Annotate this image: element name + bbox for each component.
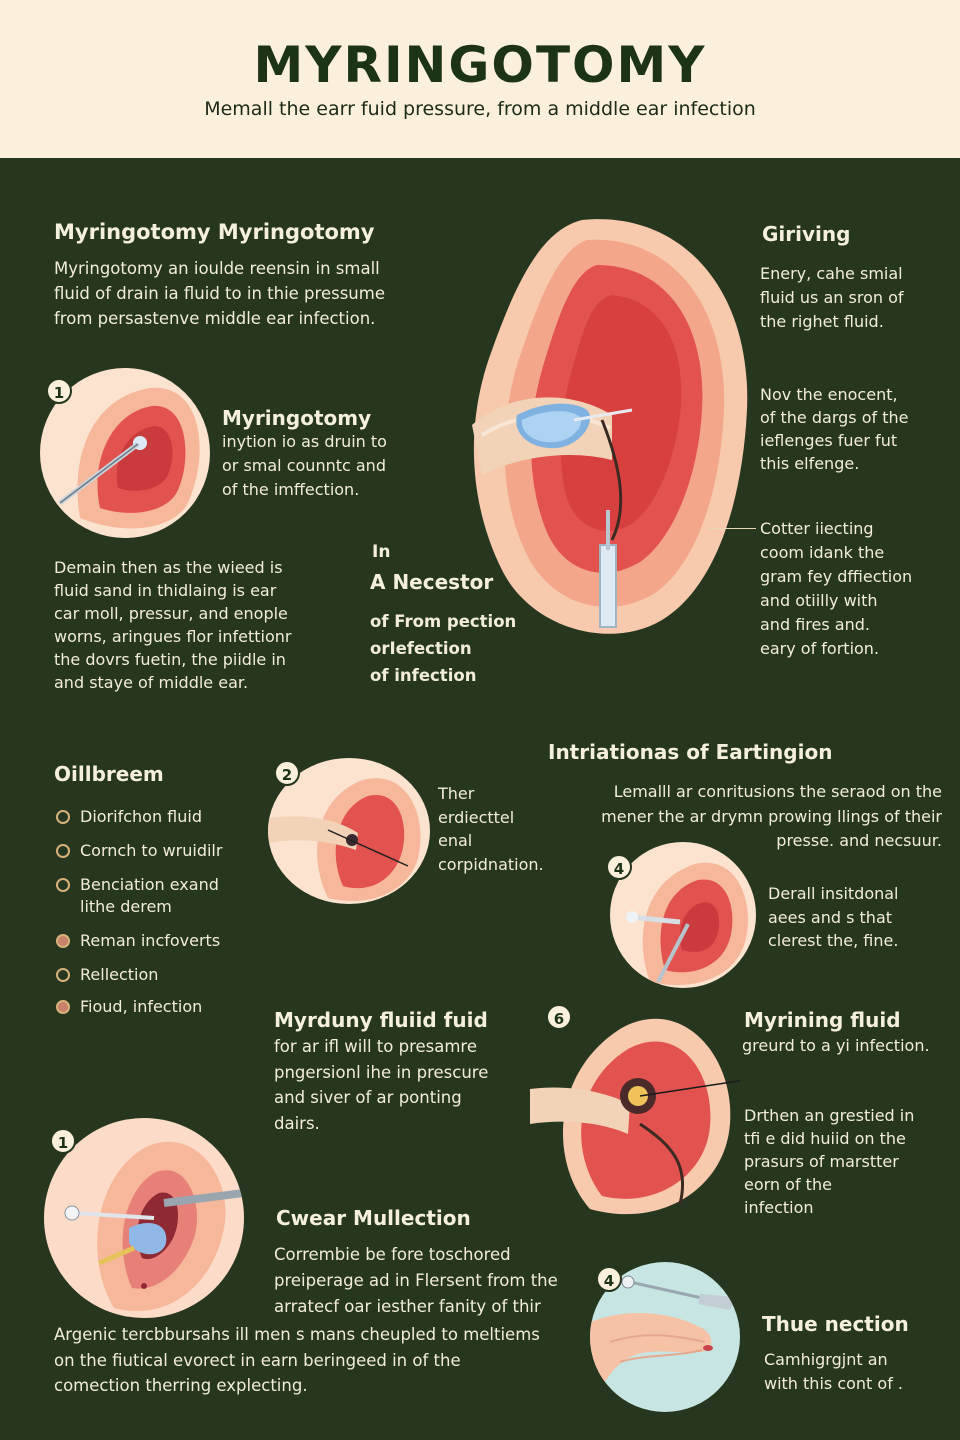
bullet-icon [56, 878, 70, 892]
main-ear-illustration [462, 210, 752, 640]
hand-step-heading: Thue nection [762, 1312, 909, 1336]
problem-item: Reman incfoverts [54, 930, 264, 952]
bullet-icon [56, 1000, 70, 1014]
ear-incision-icon [268, 778, 421, 902]
step5-text-2: Drthen an grestied in tfi e did huiid on… [744, 1106, 915, 1217]
fluid-text: for ar ifl will to presamre pngersionl i… [274, 1037, 489, 1133]
hand-step-badge: 4 [596, 1266, 622, 1292]
ear-closeup-icon [58, 387, 200, 529]
fluid-heading: Myrduny fluiid fuid [274, 1008, 488, 1032]
bullet-icon [56, 844, 70, 858]
step5-ear-illustration [530, 1004, 740, 1224]
header-banner: MYRINGOTOMY Memall the earr fuid pressur… [0, 0, 960, 158]
step4-text: Derall insitdonal aees and s that cleres… [768, 884, 899, 950]
page-subtitle: Memall the earr fuid pressure, from a mi… [204, 98, 756, 120]
leader-line [708, 528, 756, 529]
ear-cross-section-icon [472, 219, 748, 634]
step5-heading: Myrining fluid [744, 1008, 901, 1032]
step2-badge: 2 [274, 760, 300, 786]
center-note-heading: A Necestor [370, 570, 494, 594]
bullet-icon [56, 934, 70, 948]
step1-badge: 1 [46, 378, 72, 404]
step2-text: Ther erdiecttel enal corpidnation. [438, 784, 544, 874]
problems-list: Diorifchon fluid Cornch to wruidilr Benc… [54, 806, 264, 1018]
ear-tube-icon [530, 1018, 740, 1215]
right-text-3: Cotter iiecting coom idank the gram fey … [760, 519, 913, 658]
step2-ear-illustration [268, 758, 430, 904]
bullet-icon [56, 810, 70, 824]
problem-item: Cornch to wruidilr [54, 840, 264, 862]
right-text-2: Nov the enocent, of the dargs of the ief… [760, 385, 909, 473]
intro-text: Myringotomy an ioulde reensin in small f… [54, 259, 385, 328]
cwear-text: Corrembie be fore toschored preiperage a… [274, 1245, 558, 1316]
step5-text: greurd to a yi infection. [742, 1036, 930, 1055]
problem-item: Diorifchon fluid [54, 806, 264, 828]
page-title: MYRINGOTOMY [253, 36, 707, 94]
left-paragraph: Demain then as the wieed is fluid sand i… [54, 558, 292, 692]
problem-item: Benciation exand lithe derem [54, 874, 264, 918]
step1-heading: Myringotomy [222, 406, 372, 430]
step5-badge: 6 [546, 1004, 572, 1030]
step4-badge: 4 [606, 854, 632, 880]
ear-speculum-icon [626, 862, 748, 986]
problems-heading: Oillbreem [54, 762, 164, 786]
step1-ear-illustration [40, 368, 210, 538]
intriations-text: Lemalll ar conritusions the seraod on th… [601, 782, 942, 850]
bottom-step1-illustration [44, 1118, 244, 1318]
bottom-step1-badge: 1 [50, 1128, 76, 1154]
center-note-small: In [372, 542, 391, 562]
intro-heading: Myringotomy Myringotomy [54, 220, 375, 244]
ear-tube-insertion-icon [64, 1141, 244, 1312]
hand-instrument-icon [590, 1275, 735, 1402]
problem-item: Fioud, infection [54, 996, 264, 1018]
center-note-text: of From pection orIefection of infection [370, 612, 517, 685]
bottom-paragraph: Argenic tercbbursahs ill men s mans cheu… [54, 1325, 540, 1395]
step4-ear-illustration [610, 842, 756, 988]
hand-step-text: Camhigrgjnt an with this cont of . [764, 1350, 903, 1393]
step1-text: inytion io as druin to or smal counntc a… [222, 432, 387, 499]
intriations-heading: Intriationas of Eartingion [548, 740, 833, 764]
right-heading: Giriving [762, 222, 851, 246]
right-text-1: Enery, cahe smial fluid us an sron of th… [760, 264, 904, 331]
bullet-icon [56, 968, 70, 982]
problem-item: Rellection [54, 964, 264, 986]
cwear-heading: Cwear Mullection [276, 1206, 471, 1230]
